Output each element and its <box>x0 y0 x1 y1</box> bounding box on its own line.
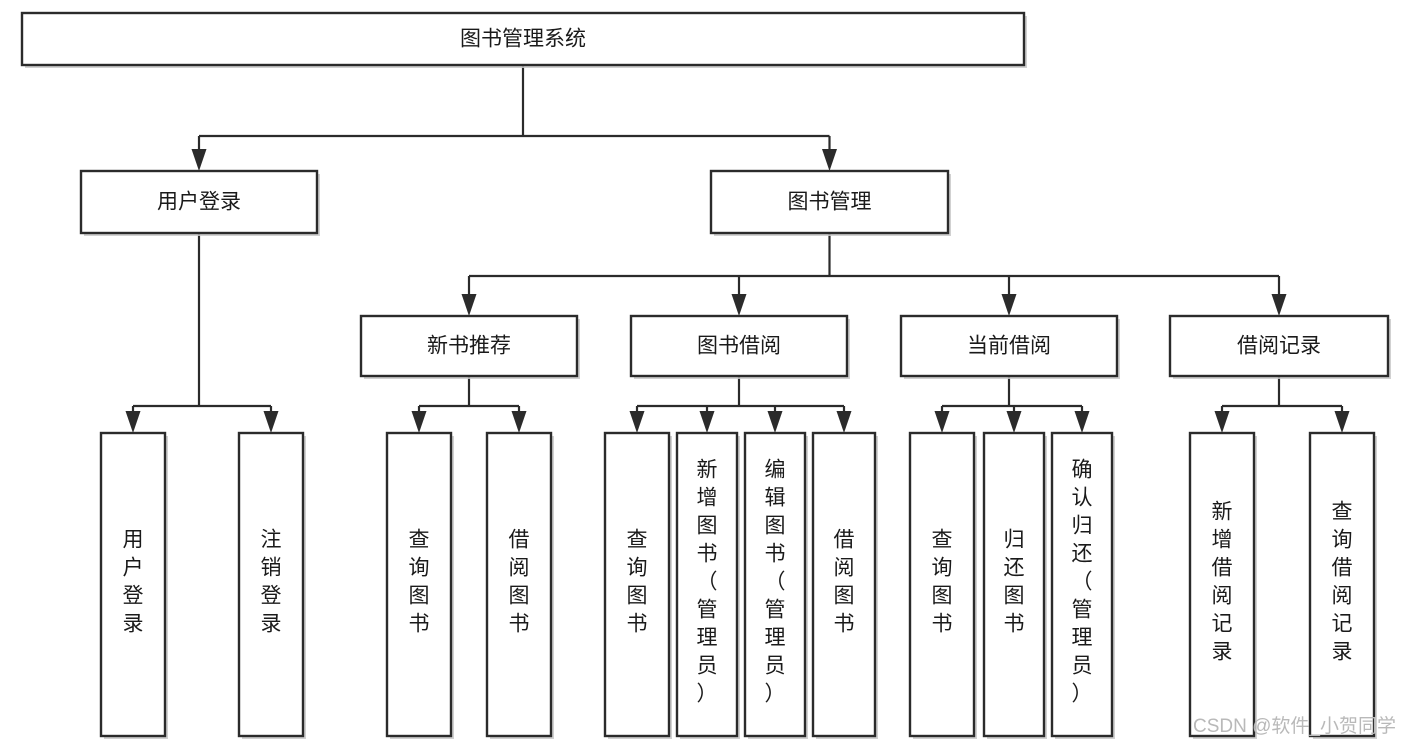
csdn-watermark: CSDN @软件_小贺同学 <box>1193 715 1396 737</box>
node-borrow[interactable]: 图书借阅 <box>629 314 850 379</box>
node-leaf-edit-book[interactable]: 编辑图书（管理员） <box>743 431 808 739</box>
arrow-head-icon <box>1006 411 1022 433</box>
node-label: 用户登录 <box>157 191 241 214</box>
node-box[interactable] <box>908 431 976 738</box>
connector-group-login <box>125 233 279 433</box>
arrow-head-icon <box>125 411 141 433</box>
node-box[interactable] <box>811 431 877 738</box>
node-box[interactable] <box>675 431 739 738</box>
node-box[interactable] <box>982 431 1046 738</box>
node-box[interactable] <box>629 314 849 378</box>
arrow-head-icon <box>1214 411 1230 433</box>
connector-group-root <box>191 65 837 171</box>
node-box[interactable] <box>359 314 579 378</box>
node-box[interactable] <box>1188 431 1256 738</box>
node-box[interactable] <box>99 431 167 738</box>
node-leaf-borrow-book-2[interactable]: 借阅图书 <box>811 431 878 739</box>
node-box[interactable] <box>1168 314 1390 378</box>
node-label: 查询图书 <box>627 529 648 636</box>
arrow-head-icon <box>629 411 645 433</box>
arrow-head-icon <box>1001 294 1017 316</box>
arrow-head-icon <box>511 411 527 433</box>
node-label: 归还图书 <box>1004 529 1025 636</box>
connector-group-bookmgmt <box>461 233 1287 316</box>
arrow-head-icon <box>1074 411 1090 433</box>
connector-group-current <box>934 376 1090 433</box>
arrow-head-icon <box>934 411 950 433</box>
arrow-head-icon <box>191 149 207 171</box>
node-leaf-confirm-return[interactable]: 确认归还（管理员） <box>1050 431 1115 739</box>
node-box[interactable] <box>1308 431 1376 738</box>
node-leaf-user-logout[interactable]: 注销登录 <box>237 431 306 739</box>
node-leaf-query-book-2[interactable]: 查询图书 <box>603 431 672 739</box>
arrow-head-icon <box>836 411 852 433</box>
node-login[interactable]: 用户登录 <box>79 169 320 236</box>
node-leaf-query-book-3[interactable]: 查询图书 <box>908 431 977 739</box>
connector-group-records <box>1214 376 1350 433</box>
node-records[interactable]: 借阅记录 <box>1168 314 1391 379</box>
node-box[interactable] <box>385 431 453 738</box>
node-label: 当前借阅 <box>967 335 1051 358</box>
node-box[interactable] <box>485 431 553 738</box>
node-label: 用户登录 <box>123 529 144 636</box>
node-label: 图书管理 <box>788 191 872 214</box>
node-box[interactable] <box>20 11 1026 67</box>
arrow-head-icon <box>1271 294 1287 316</box>
node-label: 查询借阅记录 <box>1332 501 1353 664</box>
node-newbook[interactable]: 新书推荐 <box>359 314 580 379</box>
node-label: 新增图书（管理员） <box>697 459 718 706</box>
node-box[interactable] <box>237 431 305 738</box>
node-label: 查询图书 <box>409 529 430 636</box>
arrow-head-icon <box>411 411 427 433</box>
arrow-head-icon <box>1334 411 1350 433</box>
arrow-head-icon <box>767 411 783 433</box>
node-bookmgmt[interactable]: 图书管理 <box>709 169 951 236</box>
node-label: 借阅图书 <box>834 529 855 636</box>
connector-group-newbook <box>411 376 527 433</box>
connector-layer <box>125 65 1350 433</box>
arrow-head-icon <box>822 149 837 171</box>
node-leaf-borrow-book-1[interactable]: 借阅图书 <box>485 431 554 739</box>
node-leaf-add-book[interactable]: 新增图书（管理员） <box>675 431 740 739</box>
node-label: 借阅图书 <box>509 529 530 636</box>
node-box[interactable] <box>709 169 950 235</box>
arrow-head-icon <box>699 411 715 433</box>
node-label: 图书借阅 <box>697 335 781 358</box>
node-box[interactable] <box>1050 431 1114 738</box>
node-box[interactable] <box>79 169 319 235</box>
node-label: 注销登录 <box>261 529 282 636</box>
node-layer: 图书管理系统用户登录图书管理新书推荐图书借阅当前借阅借阅记录用户登录注销登录查询… <box>20 11 1391 739</box>
node-leaf-add-record[interactable]: 新增借阅记录 <box>1188 431 1257 739</box>
node-leaf-query-book-1[interactable]: 查询图书 <box>385 431 454 739</box>
node-label: 新书推荐 <box>427 335 511 358</box>
node-label: 查询图书 <box>932 529 953 636</box>
node-current[interactable]: 当前借阅 <box>899 314 1120 379</box>
connector-group-borrow <box>629 376 852 433</box>
node-box[interactable] <box>603 431 671 738</box>
arrow-head-icon <box>461 294 477 316</box>
node-leaf-return-book[interactable]: 归还图书 <box>982 431 1047 739</box>
arrow-head-icon <box>263 411 279 433</box>
node-label: 图书管理系统 <box>460 28 586 51</box>
node-label: 新增借阅记录 <box>1212 501 1233 664</box>
node-label: 编辑图书（管理员） <box>765 459 786 706</box>
arrow-head-icon <box>731 294 747 316</box>
node-leaf-query-record[interactable]: 查询借阅记录 <box>1308 431 1377 739</box>
node-leaf-user-login[interactable]: 用户登录 <box>99 431 168 739</box>
node-box[interactable] <box>743 431 807 738</box>
node-label: 借阅记录 <box>1237 335 1321 358</box>
node-box[interactable] <box>899 314 1119 378</box>
node-label: 确认归还（管理员） <box>1072 459 1093 706</box>
node-root[interactable]: 图书管理系统 <box>20 11 1027 68</box>
